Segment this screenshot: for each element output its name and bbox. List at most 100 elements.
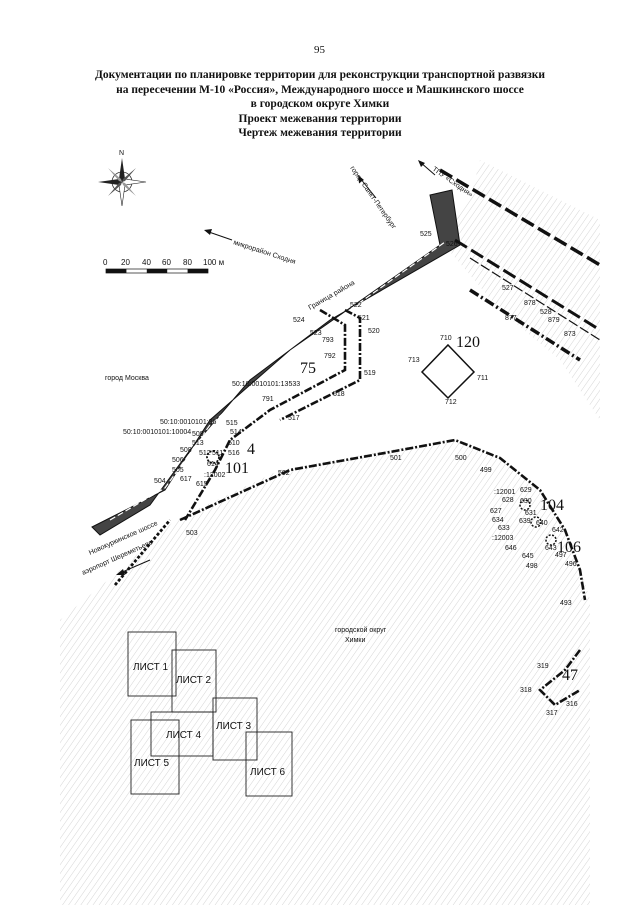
scale-tick-80: 80 bbox=[183, 258, 192, 267]
parcel-120: 120 bbox=[456, 334, 480, 351]
point-711: 711 bbox=[477, 375, 488, 382]
point-319: 319 bbox=[537, 663, 549, 670]
khimki-label-2: Химки bbox=[345, 637, 365, 644]
point-521: 521 bbox=[358, 315, 370, 322]
right-dashed-lines bbox=[439, 168, 601, 362]
point-518: 518 bbox=[333, 391, 345, 398]
scale-tick-100: 100 м bbox=[203, 258, 224, 267]
boundary-75-outer bbox=[279, 308, 362, 422]
sheet-index bbox=[127, 631, 293, 797]
point-511: 511 bbox=[212, 450, 223, 457]
point-498: 498 bbox=[526, 563, 538, 570]
sheet-2-label: ЛИСТ 2 bbox=[176, 675, 212, 686]
point-710: 710 bbox=[440, 335, 452, 342]
point-642: 642 bbox=[552, 527, 564, 534]
airport-arrow bbox=[116, 559, 151, 575]
boundary-khimki bbox=[179, 438, 587, 601]
point-502: 502 bbox=[278, 470, 290, 477]
point-506: 506 bbox=[172, 457, 184, 464]
point-873: 873 bbox=[564, 331, 576, 338]
point-497: 497 bbox=[555, 552, 567, 559]
parcel-101-circle bbox=[206, 450, 220, 464]
parcel-47: 47 bbox=[562, 667, 578, 684]
header-line-3: в городском округе Химки bbox=[250, 98, 390, 110]
header-line-5: Чертеж межевания территории bbox=[238, 127, 402, 139]
parcel-101: 101 bbox=[225, 460, 249, 477]
point-labels: 525 526 527 878 877 528 879 873 522 521 … bbox=[154, 231, 578, 717]
header-line-1: Документации по планировке территории дл… bbox=[95, 69, 545, 81]
upper-right-hatched-area bbox=[470, 160, 600, 290]
point-629: 629 bbox=[520, 487, 532, 494]
point-633: 633 bbox=[498, 525, 510, 532]
point-317: 317 bbox=[546, 710, 558, 717]
moscow-label: город Москва bbox=[105, 375, 149, 382]
point-614: 614 bbox=[207, 461, 219, 468]
point-526: 526 bbox=[446, 241, 458, 248]
point-631: 631 bbox=[525, 510, 537, 517]
parcel-104: 104 bbox=[540, 497, 564, 514]
point-877: 877 bbox=[505, 315, 517, 322]
point-517: 517 bbox=[288, 415, 300, 422]
parcel-4: 4 bbox=[247, 441, 255, 458]
header-line-4: Проект межевания территории bbox=[238, 112, 402, 125]
point-493: 493 bbox=[560, 600, 572, 607]
point-515: 515 bbox=[226, 420, 238, 427]
boundary-47 bbox=[538, 649, 582, 707]
scale-tick-60: 60 bbox=[162, 258, 171, 267]
point-792: 792 bbox=[324, 353, 336, 360]
point-512: 512 bbox=[199, 450, 211, 457]
cadastral-13533: 50:10:0010101:13533 bbox=[232, 381, 300, 388]
cadastral-12001: :12001 bbox=[494, 489, 516, 496]
st-petersburg-label: город Санкт-Петербург bbox=[348, 165, 398, 231]
parcel-75: 75 bbox=[300, 360, 316, 377]
cadastral-36: 50:10:0010101:36 bbox=[160, 419, 217, 426]
point-514: 514 bbox=[230, 429, 242, 436]
point-527: 527 bbox=[502, 285, 514, 292]
point-791: 791 bbox=[262, 396, 274, 403]
point-516: 516 bbox=[228, 450, 240, 457]
point-524: 524 bbox=[293, 317, 305, 324]
st-petersburg-arrow bbox=[358, 175, 377, 199]
sheet-4-frame bbox=[150, 711, 214, 757]
point-501: 501 bbox=[390, 455, 402, 462]
sheet-1-label: ЛИСТ 1 bbox=[133, 662, 169, 673]
point-793: 793 bbox=[322, 337, 334, 344]
point-499: 499 bbox=[480, 467, 492, 474]
skhodnya-direction-label: микрорайон Сходня bbox=[232, 238, 296, 266]
khimki-label-1: городской округ bbox=[335, 626, 387, 634]
parcel-106: 106 bbox=[557, 539, 581, 556]
scale-bar bbox=[105, 268, 209, 274]
point-510: 510 bbox=[228, 440, 240, 447]
point-503: 503 bbox=[186, 530, 198, 537]
point-712: 712 bbox=[445, 399, 457, 406]
compass-north-label: N bbox=[119, 150, 124, 157]
scale-tick-0: 0 bbox=[103, 258, 108, 267]
point-496: 496 bbox=[565, 561, 577, 568]
point-508: 508 bbox=[180, 447, 192, 454]
boundary-75 bbox=[183, 308, 347, 521]
point-316: 316 bbox=[566, 701, 578, 708]
point-879: 879 bbox=[548, 317, 560, 324]
point-627: 627 bbox=[490, 508, 502, 515]
point-318: 318 bbox=[520, 687, 532, 694]
sheet-6-label: ЛИСТ 6 bbox=[250, 767, 286, 778]
parcel-120-outline bbox=[420, 343, 476, 400]
page-number: 95 bbox=[314, 44, 325, 56]
document-header: Документации по планировке территории дл… bbox=[40, 68, 600, 141]
point-522: 522 bbox=[350, 302, 362, 309]
border-label: Граница района bbox=[307, 279, 356, 312]
parcel-106-circle-a bbox=[530, 516, 542, 528]
compass-rose bbox=[98, 158, 147, 207]
point-513: 513 bbox=[192, 440, 204, 447]
point-615: 615 bbox=[196, 481, 208, 488]
point-645: 645 bbox=[522, 553, 534, 560]
main-road bbox=[91, 189, 461, 536]
parcel-106-circle-b bbox=[545, 534, 557, 546]
point-643: 643 bbox=[545, 545, 557, 552]
airport-road-dashed bbox=[113, 519, 172, 586]
point-505: 505 bbox=[172, 467, 184, 474]
point-628: 628 bbox=[502, 497, 514, 504]
point-525: 525 bbox=[420, 231, 432, 238]
scale-tick-40: 40 bbox=[142, 258, 151, 267]
